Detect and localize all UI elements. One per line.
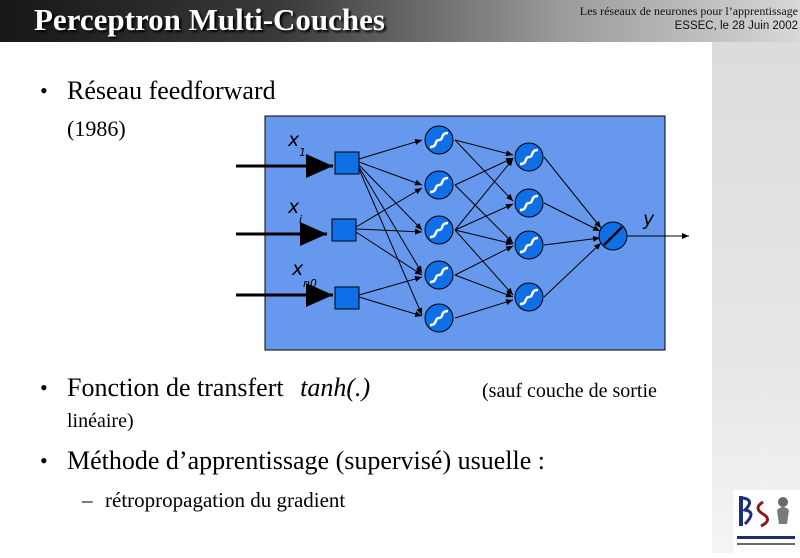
hidden-node <box>424 215 454 245</box>
header-context-line2: ESSEC, le 28 Juin 2002 <box>674 20 798 32</box>
input-label-xn: x <box>291 258 304 280</box>
institution-logo <box>733 490 800 553</box>
output-node <box>598 221 628 251</box>
input-node <box>334 151 360 175</box>
connections-layer2 <box>454 139 514 319</box>
slide-title: Perceptron Multi-Couches <box>34 2 385 37</box>
input-label-xn-sub: n0 <box>303 277 317 290</box>
hidden-node <box>514 188 544 218</box>
connections-layer3 <box>543 156 602 298</box>
bullet-transfer-function: tanh(.) <box>300 373 371 402</box>
input-label-x1: x <box>287 129 300 151</box>
hidden-node <box>424 260 454 290</box>
output-label-y: y <box>642 208 655 230</box>
bullet-transfer: Fonction de transfert tanh(.) <box>67 373 370 403</box>
hidden-node <box>424 170 454 200</box>
header-context-line1: Les réseaux de neurones pour l’apprentis… <box>579 4 798 18</box>
bullet-marker: • <box>40 375 48 400</box>
hidden-node <box>424 125 454 155</box>
bullet-transfer-note-cont: linéaire) <box>67 410 134 432</box>
input-node <box>331 218 357 242</box>
bullet-feedforward: Réseau feedforward <box>67 76 276 105</box>
bullet-marker: • <box>40 78 48 103</box>
hidden-node <box>424 303 454 333</box>
hidden-node <box>514 282 544 312</box>
bullet-learning-method: Méthode d’apprentissage (supervisé) usue… <box>67 446 545 475</box>
bullet-transfer-note: (sauf couche de sortie <box>482 380 657 402</box>
sub-bullet-marker: – <box>82 488 93 512</box>
bullet-year: (1986) <box>67 116 126 141</box>
mlp-diagram: x 1 x i x n0 y <box>236 115 689 351</box>
slide-header: Perceptron Multi-Couches Les réseaux de … <box>0 0 800 42</box>
input-label-xi-sub: i <box>299 213 302 226</box>
connections-layer1 <box>355 139 423 317</box>
input-label-x1-sub: 1 <box>299 146 306 159</box>
input-label-xi: x <box>287 196 300 218</box>
bullet-marker: • <box>40 448 48 473</box>
sub-bullet-backprop: rétropropagation du gradient <box>105 488 346 512</box>
input-node <box>334 286 360 310</box>
hidden-node <box>514 142 544 172</box>
hidden-node <box>514 230 544 260</box>
bullet-transfer-text: Fonction de transfert <box>67 373 284 402</box>
side-panel <box>712 42 800 553</box>
header-context: Les réseaux de neurones pour l’apprentis… <box>580 4 798 34</box>
